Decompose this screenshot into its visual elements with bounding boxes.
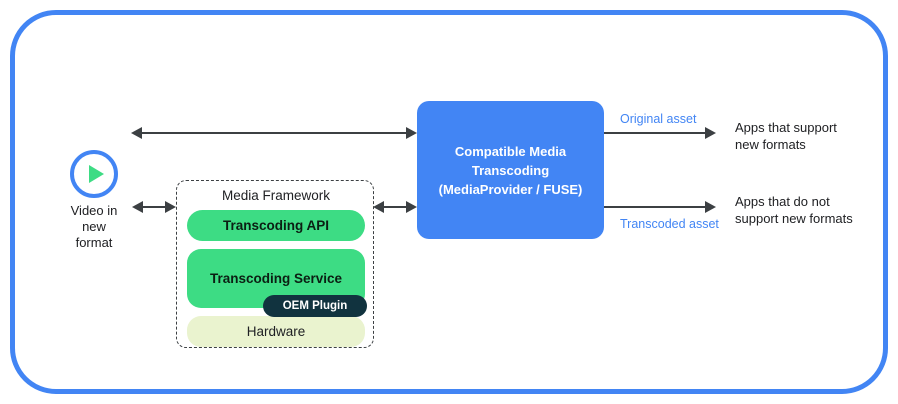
- transcoding-api-label: Transcoding API: [222, 218, 330, 233]
- apps-not-supporting-line2: support new formats: [735, 211, 853, 226]
- apps-supporting-line2: new formats: [735, 137, 806, 152]
- connector-video-to-framework-arrowhead-right: [165, 201, 176, 213]
- compatible-media-transcoding-box[interactable]: Compatible Media Transcoding (MediaProvi…: [417, 101, 604, 239]
- cmt-text: Compatible Media Transcoding (MediaProvi…: [439, 142, 583, 199]
- cmt-line2: Transcoding: [471, 162, 550, 178]
- apps-supporting-label: Apps that support new formats: [735, 119, 837, 153]
- connector-video-to-framework-arrowhead-left: [132, 201, 143, 213]
- media-framework-group: Media Framework Transcoding API Transcod…: [176, 180, 374, 348]
- apps-supporting-line1: Apps that support: [735, 120, 837, 135]
- connector-video-to-framework-line: [143, 206, 171, 208]
- connector-video-to-cmt-arrowhead-right: [406, 127, 417, 139]
- video-source-caption-line1: Video in: [70, 203, 118, 218]
- transcoding-service-box[interactable]: Transcoding Service OEM Plugin: [187, 249, 367, 317]
- cmt-line1: Compatible Media: [454, 143, 567, 159]
- apps-not-supporting-line1: Apps that do not: [735, 194, 830, 209]
- connector-cmt-to-apps-not-supporting-line: [604, 206, 708, 208]
- connector-cmt-to-apps-supporting-line: [604, 132, 708, 134]
- video-source-caption-line2: new: [82, 219, 106, 234]
- video-source-caption: Video in new format: [48, 203, 140, 251]
- transcoded-asset-label: Transcoded asset: [620, 217, 719, 231]
- connector-video-to-cmt-line: [142, 132, 414, 134]
- cmt-line3: (MediaProvider / FUSE): [438, 181, 583, 197]
- connector-cmt-to-apps-not-supporting-arrowhead: [705, 201, 716, 213]
- hardware-label: Hardware: [246, 324, 306, 339]
- media-framework-stack: Transcoding API Transcoding Service OEM …: [187, 210, 367, 347]
- media-framework-title: Media Framework: [221, 188, 331, 203]
- connector-framework-to-cmt-arrowhead-left: [373, 201, 384, 213]
- play-triangle-icon: [89, 165, 104, 183]
- connector-video-to-cmt-arrowhead-left: [131, 127, 142, 139]
- connector-framework-to-cmt-line: [384, 206, 412, 208]
- play-circle-icon: [70, 150, 118, 198]
- oem-plugin-badge[interactable]: OEM Plugin: [263, 295, 367, 317]
- apps-not-supporting-label: Apps that do not support new formats: [735, 193, 853, 227]
- connector-framework-to-cmt-arrowhead-right: [406, 201, 417, 213]
- transcoding-api-box[interactable]: Transcoding API: [187, 210, 365, 241]
- connector-cmt-to-apps-supporting-arrowhead: [705, 127, 716, 139]
- oem-plugin-label: OEM Plugin: [282, 300, 348, 312]
- hardware-box[interactable]: Hardware: [187, 316, 365, 347]
- video-source-caption-line3: format: [75, 235, 113, 250]
- transcoding-service-label: Transcoding Service: [209, 271, 343, 286]
- original-asset-label: Original asset: [620, 112, 697, 126]
